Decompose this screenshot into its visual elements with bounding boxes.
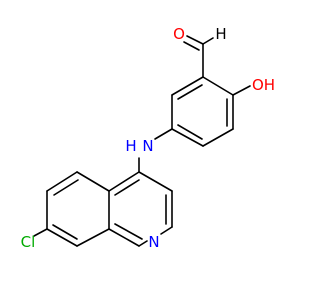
chlorine-bond: [33, 228, 48, 237]
quinoline-pyridine-ring: [108, 171, 173, 247]
bond: [76, 171, 110, 192]
quinoline-benzo-ring: [46, 171, 110, 247]
bond: [171, 128, 204, 147]
bond: [202, 76, 234, 96]
amine-hydrogen-label: H: [125, 137, 136, 155]
bond: [108, 228, 140, 247]
bond: [171, 76, 204, 96]
upper-benzene-ring: [171, 76, 234, 147]
bond: [160, 226, 173, 235]
bond: [183, 41, 200, 51]
bond: [138, 240, 148, 247]
bond: [138, 171, 173, 192]
aldehyde-group: [183, 35, 214, 78]
hydroxyl-bond: [232, 85, 251, 96]
bond: [53, 179, 79, 196]
chlorine-label: Cl: [21, 233, 36, 251]
bond: [76, 228, 110, 247]
bond: [186, 35, 204, 45]
bond: [177, 84, 203, 100]
bond: [108, 171, 140, 192]
bond: [46, 171, 78, 192]
molecule-canvas: O H OH N H N Cl: [21, 25, 275, 251]
bond: [52, 224, 78, 240]
structure-drawing: O H OH N H N Cl: [21, 25, 275, 251]
bond: [202, 128, 234, 147]
amine-nitrogen-label: N: [142, 137, 153, 155]
aldehyde-oxygen-label: O: [173, 25, 185, 43]
hydroxyl-label: OH: [252, 76, 275, 94]
bond: [46, 228, 78, 247]
bond: [114, 179, 140, 196]
bond: [177, 124, 203, 140]
aryl-amine-bond: [154, 128, 173, 140]
bond: [202, 37, 214, 45]
bond: [114, 223, 143, 240]
ring-nitrogen-label: N: [148, 233, 159, 251]
aldehyde-hydrogen-label: H: [215, 25, 226, 43]
